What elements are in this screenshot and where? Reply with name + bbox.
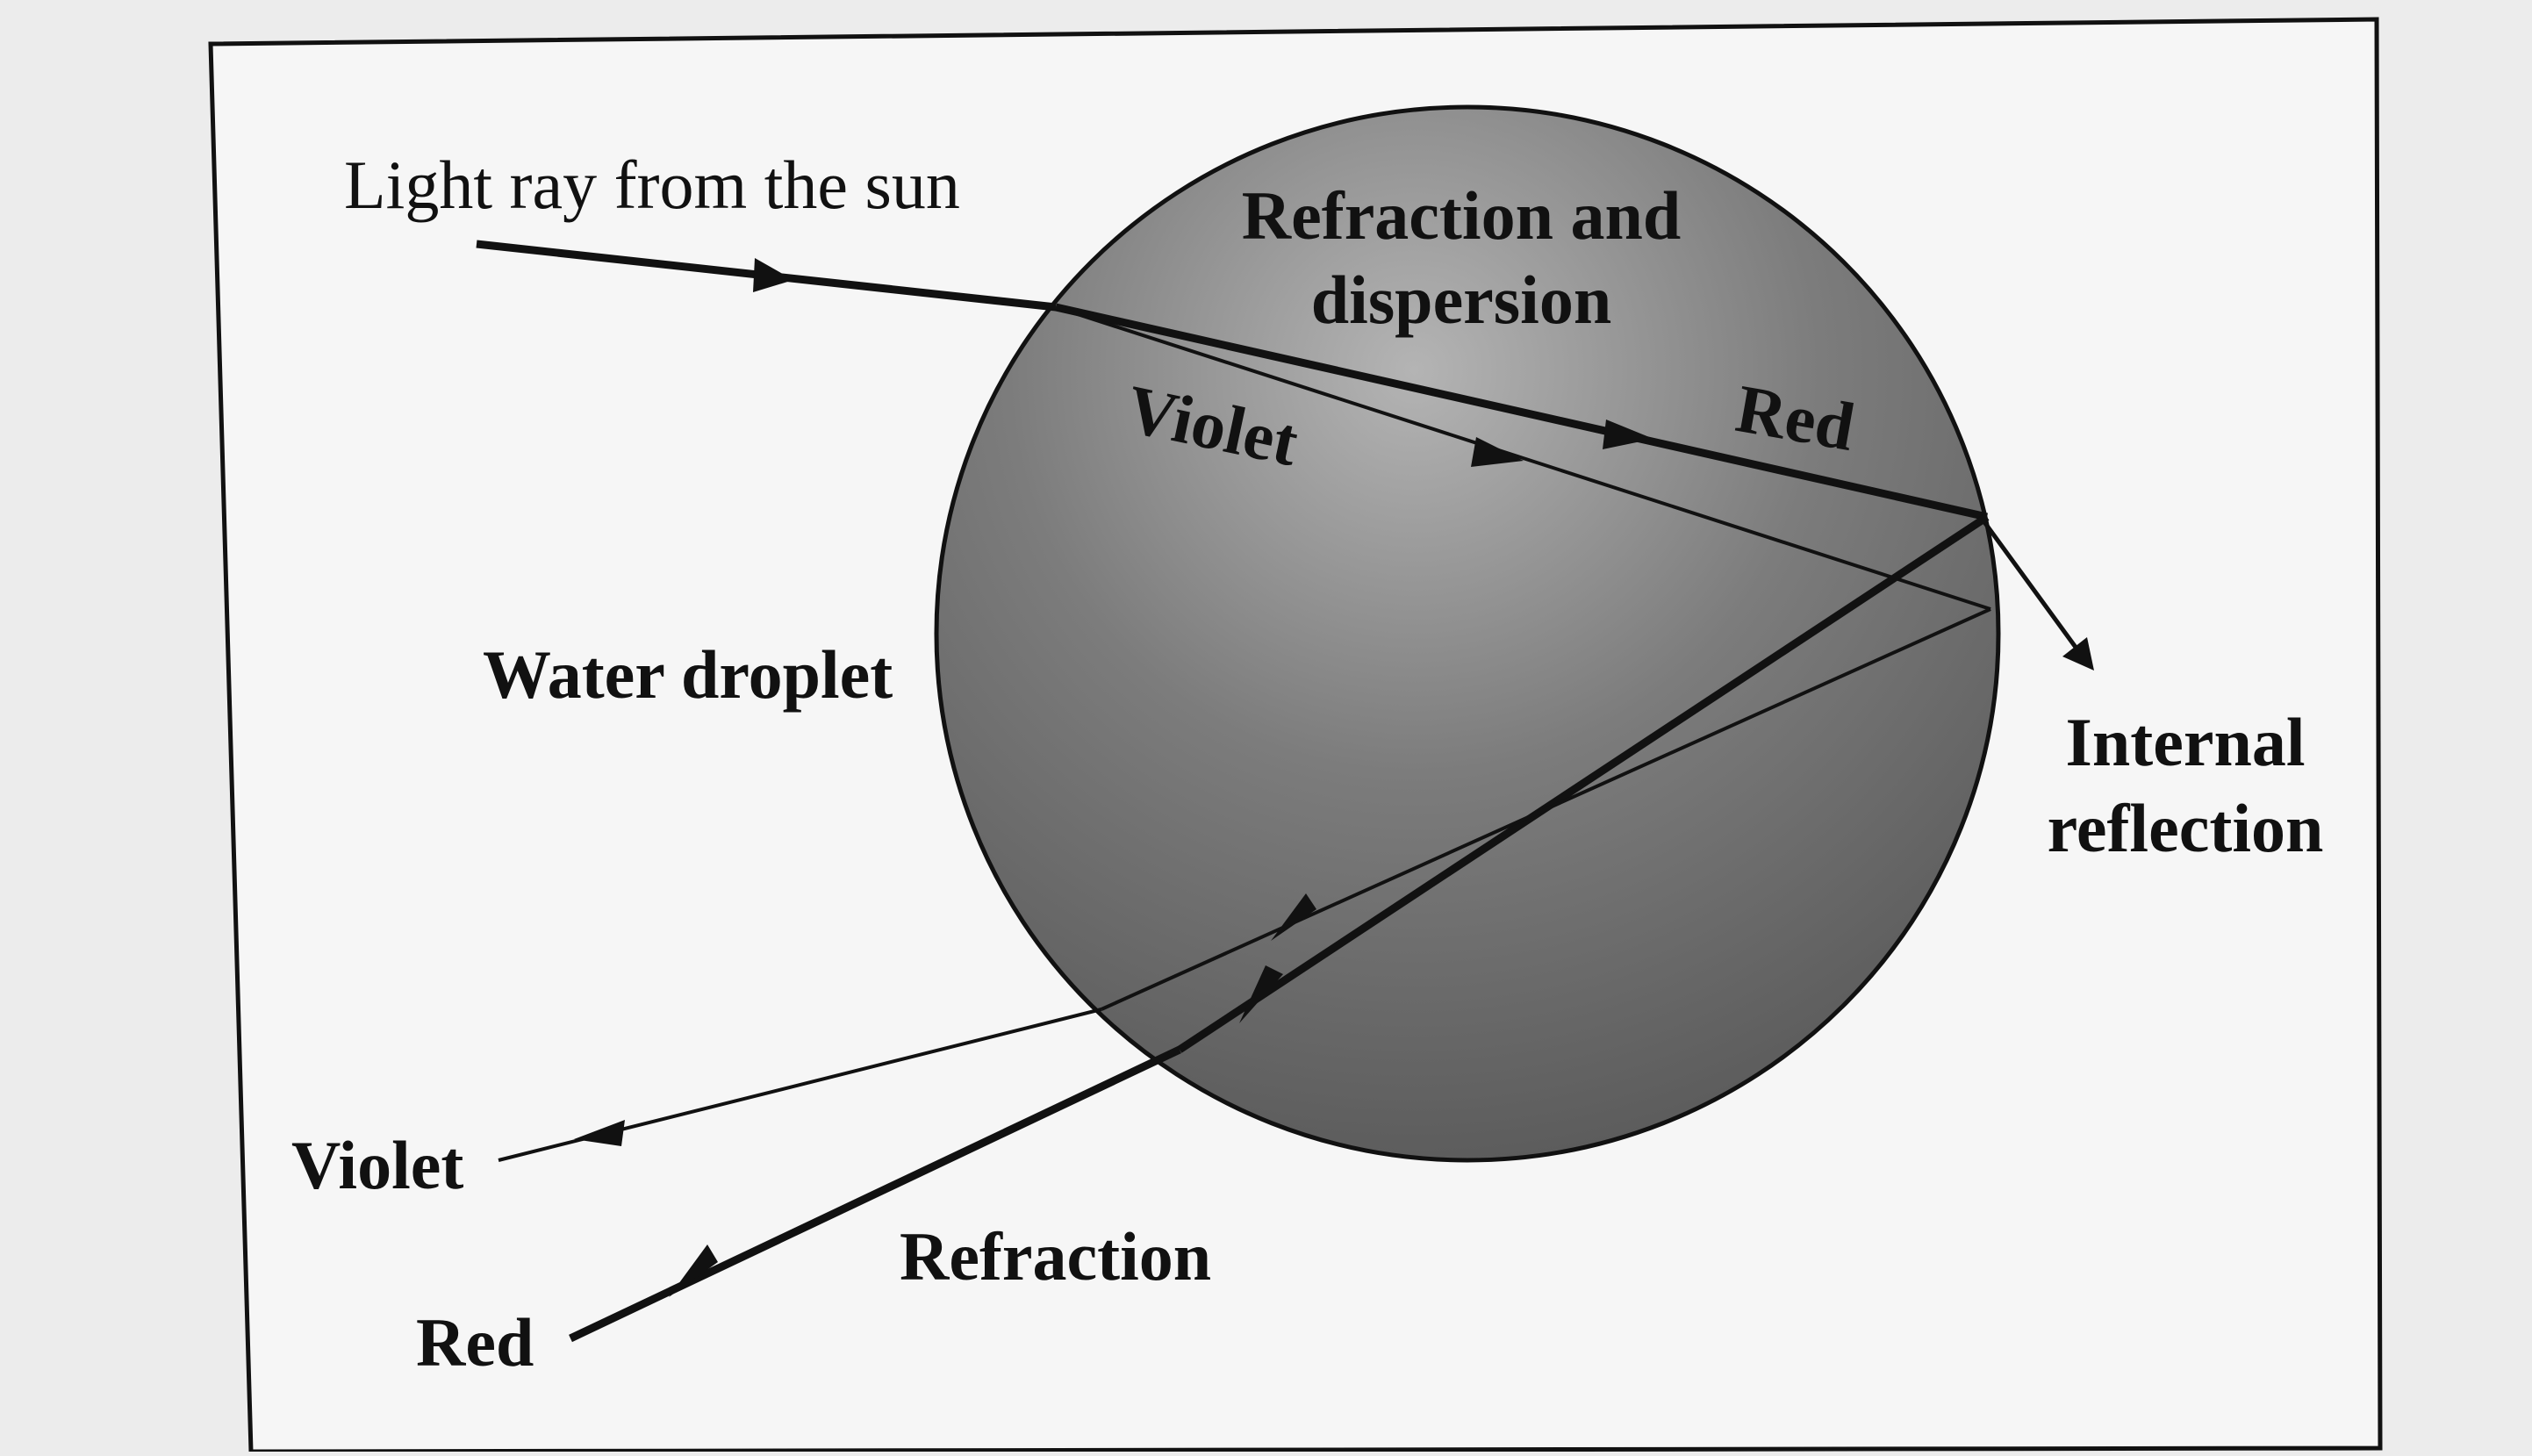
red-inside-arrow (1603, 420, 1653, 449)
violet-inside-arrow (1471, 437, 1524, 467)
red-ray-reflected (1177, 513, 1990, 1053)
red-exit-arrow (669, 1244, 718, 1297)
incoming-ray-arrow (753, 258, 793, 292)
water-droplet-circle (934, 104, 2001, 1163)
label-water-droplet: Water droplet (483, 636, 893, 713)
label-refraction: Refraction (900, 1218, 1211, 1295)
internal-reflection-arrow (2062, 637, 2094, 671)
label-internal-reflection-2: reflection (2048, 790, 2324, 866)
label-internal-reflection-1: Internal (2066, 704, 2306, 780)
violet-exit-arrow (574, 1120, 625, 1146)
label-refraction-dispersion-2: dispersion (1311, 262, 1611, 338)
internal-reflection-ray (1977, 514, 2091, 667)
red-reflected-arrow (1239, 965, 1283, 1023)
label-violet-exit: Violet (291, 1127, 463, 1203)
red-exit-ray (569, 1045, 1181, 1343)
label-refraction-dispersion-1: Refraction and (1242, 177, 1681, 254)
violet-reflected-arrow (1271, 893, 1316, 941)
label-red-exit: Red (416, 1304, 534, 1381)
red-ray-inside (1055, 303, 1988, 521)
label-light-ray: Light ray from the sun (344, 147, 960, 223)
violet-ray-inside (1055, 305, 1991, 611)
violet-ray-reflected (1101, 607, 1991, 1011)
